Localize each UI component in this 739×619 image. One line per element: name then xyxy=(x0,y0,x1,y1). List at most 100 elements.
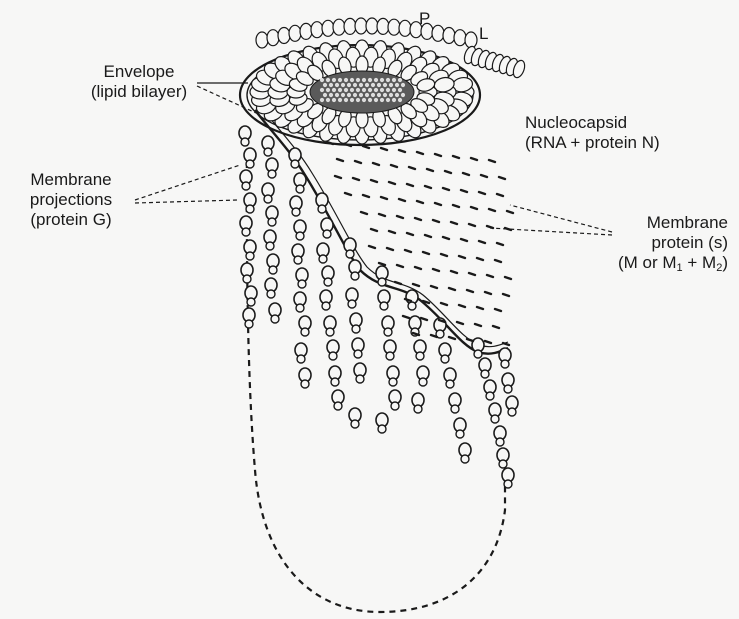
spike-base xyxy=(245,320,253,328)
membrane-protein-mark xyxy=(361,212,367,214)
membrane-protein-dash xyxy=(371,180,377,182)
membrane-protein-mark xyxy=(381,197,387,199)
membrane-protein-mark xyxy=(457,322,463,324)
core-dot xyxy=(356,98,360,102)
membrane-protein-dash xyxy=(443,237,449,239)
membrane-protein-mark xyxy=(497,194,503,196)
membrane-protein-dash xyxy=(431,286,437,288)
core-dot xyxy=(362,98,366,102)
membrane-protein-mark xyxy=(423,252,429,254)
spike-base xyxy=(486,392,494,400)
spike-base xyxy=(391,402,399,410)
coil-bead xyxy=(333,19,345,35)
label-mprotein-line2: protein (s) xyxy=(590,233,728,253)
membrane-protein-mark xyxy=(459,305,465,307)
spike-base xyxy=(386,352,394,360)
membrane-protein-dash xyxy=(381,148,387,150)
label-envelope-line1: Envelope xyxy=(74,62,204,82)
nucleocapsid-core xyxy=(310,71,414,113)
membrane-protein-dash xyxy=(415,267,421,269)
membrane-protein-dash xyxy=(415,218,421,220)
membrane-protein-dash xyxy=(417,152,423,154)
core-dot xyxy=(386,78,390,82)
coil-bead xyxy=(344,18,356,34)
membrane-protein-dash xyxy=(497,243,503,245)
core-dot xyxy=(320,78,324,82)
membrane-protein-mark xyxy=(449,337,455,339)
membrane-protein-mark xyxy=(459,256,465,258)
membrane-protein-mark xyxy=(421,318,427,320)
membrane-protein-dash xyxy=(461,239,467,241)
membrane-protein-dash xyxy=(435,154,441,156)
core-dot xyxy=(368,78,372,82)
core-dot xyxy=(374,98,378,102)
membrane-protein-mark xyxy=(427,169,433,171)
membrane-protein-dash xyxy=(441,254,447,256)
membrane-protein-mark xyxy=(387,248,393,250)
coil-bead xyxy=(322,20,334,36)
membrane-protein-mark xyxy=(485,292,491,294)
spike-base xyxy=(380,302,388,310)
membrane-protein-mark xyxy=(471,158,477,160)
membrane-protein-mark xyxy=(471,207,477,209)
membrane-protein-dash xyxy=(449,288,455,290)
membrane-protein-dash xyxy=(457,322,463,324)
spike-base xyxy=(501,360,509,368)
membrane-protein-dash xyxy=(451,222,457,224)
membrane-protein-mark xyxy=(433,220,439,222)
membrane-protein-mark xyxy=(505,277,511,279)
membrane-protein-mark xyxy=(469,273,475,275)
spike-base xyxy=(326,328,334,336)
spike-base xyxy=(416,352,424,360)
core-dot xyxy=(386,88,390,92)
core-dot xyxy=(398,88,402,92)
spike-base xyxy=(264,148,272,156)
membrane-protein-dash xyxy=(369,246,375,248)
spike-base xyxy=(301,328,309,336)
coil-bead xyxy=(454,30,466,46)
membrane-protein-dash xyxy=(503,343,509,345)
virion-dashed-outline xyxy=(247,140,505,612)
label-nucleocapsid-line2: (RNA + protein N) xyxy=(525,133,660,153)
core-shadow xyxy=(310,71,414,113)
coil-bead xyxy=(278,28,290,44)
membrane-protein-mark xyxy=(425,235,431,237)
spike-base xyxy=(267,290,275,298)
membrane-protein-dash xyxy=(363,146,369,148)
spike-base xyxy=(292,208,300,216)
membrane-protein-mark xyxy=(399,199,405,201)
spike-base xyxy=(346,250,354,258)
membrane-protein-mark xyxy=(443,237,449,239)
membrane-protein-mark xyxy=(413,284,419,286)
membrane-protein-mark xyxy=(479,241,485,243)
membrane-protein-dash xyxy=(399,199,405,201)
membrane-protein-dash xyxy=(507,211,513,213)
spike-base xyxy=(352,325,360,333)
membrane-protein-mark xyxy=(409,167,415,169)
spike-base xyxy=(301,380,309,388)
coil-bead xyxy=(256,32,268,48)
membrane-protein-dash xyxy=(461,190,467,192)
membrane-protein-mark xyxy=(363,195,369,197)
membrane-protein-dash xyxy=(413,284,419,286)
spike-base xyxy=(241,138,249,146)
spike-base xyxy=(318,205,326,213)
membrane-protein-dash xyxy=(361,212,367,214)
membrane-protein-dash xyxy=(489,209,495,211)
membrane-protein-dash xyxy=(497,194,503,196)
leader-projection-1 xyxy=(135,165,240,200)
membrane-protein-mark xyxy=(389,231,395,233)
core-dot xyxy=(320,88,324,92)
membrane-protein-dash xyxy=(433,220,439,222)
spike-base xyxy=(414,405,422,413)
membrane-protein-mark xyxy=(489,209,495,211)
core-dot xyxy=(341,93,345,97)
membrane-protein-dash xyxy=(453,205,459,207)
core-dot xyxy=(362,78,366,82)
core-dot xyxy=(401,93,405,97)
membrane-protein-dash xyxy=(389,231,395,233)
membrane-protein-mark xyxy=(467,339,473,341)
coil-bead xyxy=(443,28,455,44)
membrane-protein-dash xyxy=(363,195,369,197)
membrane-protein-dash xyxy=(451,271,457,273)
